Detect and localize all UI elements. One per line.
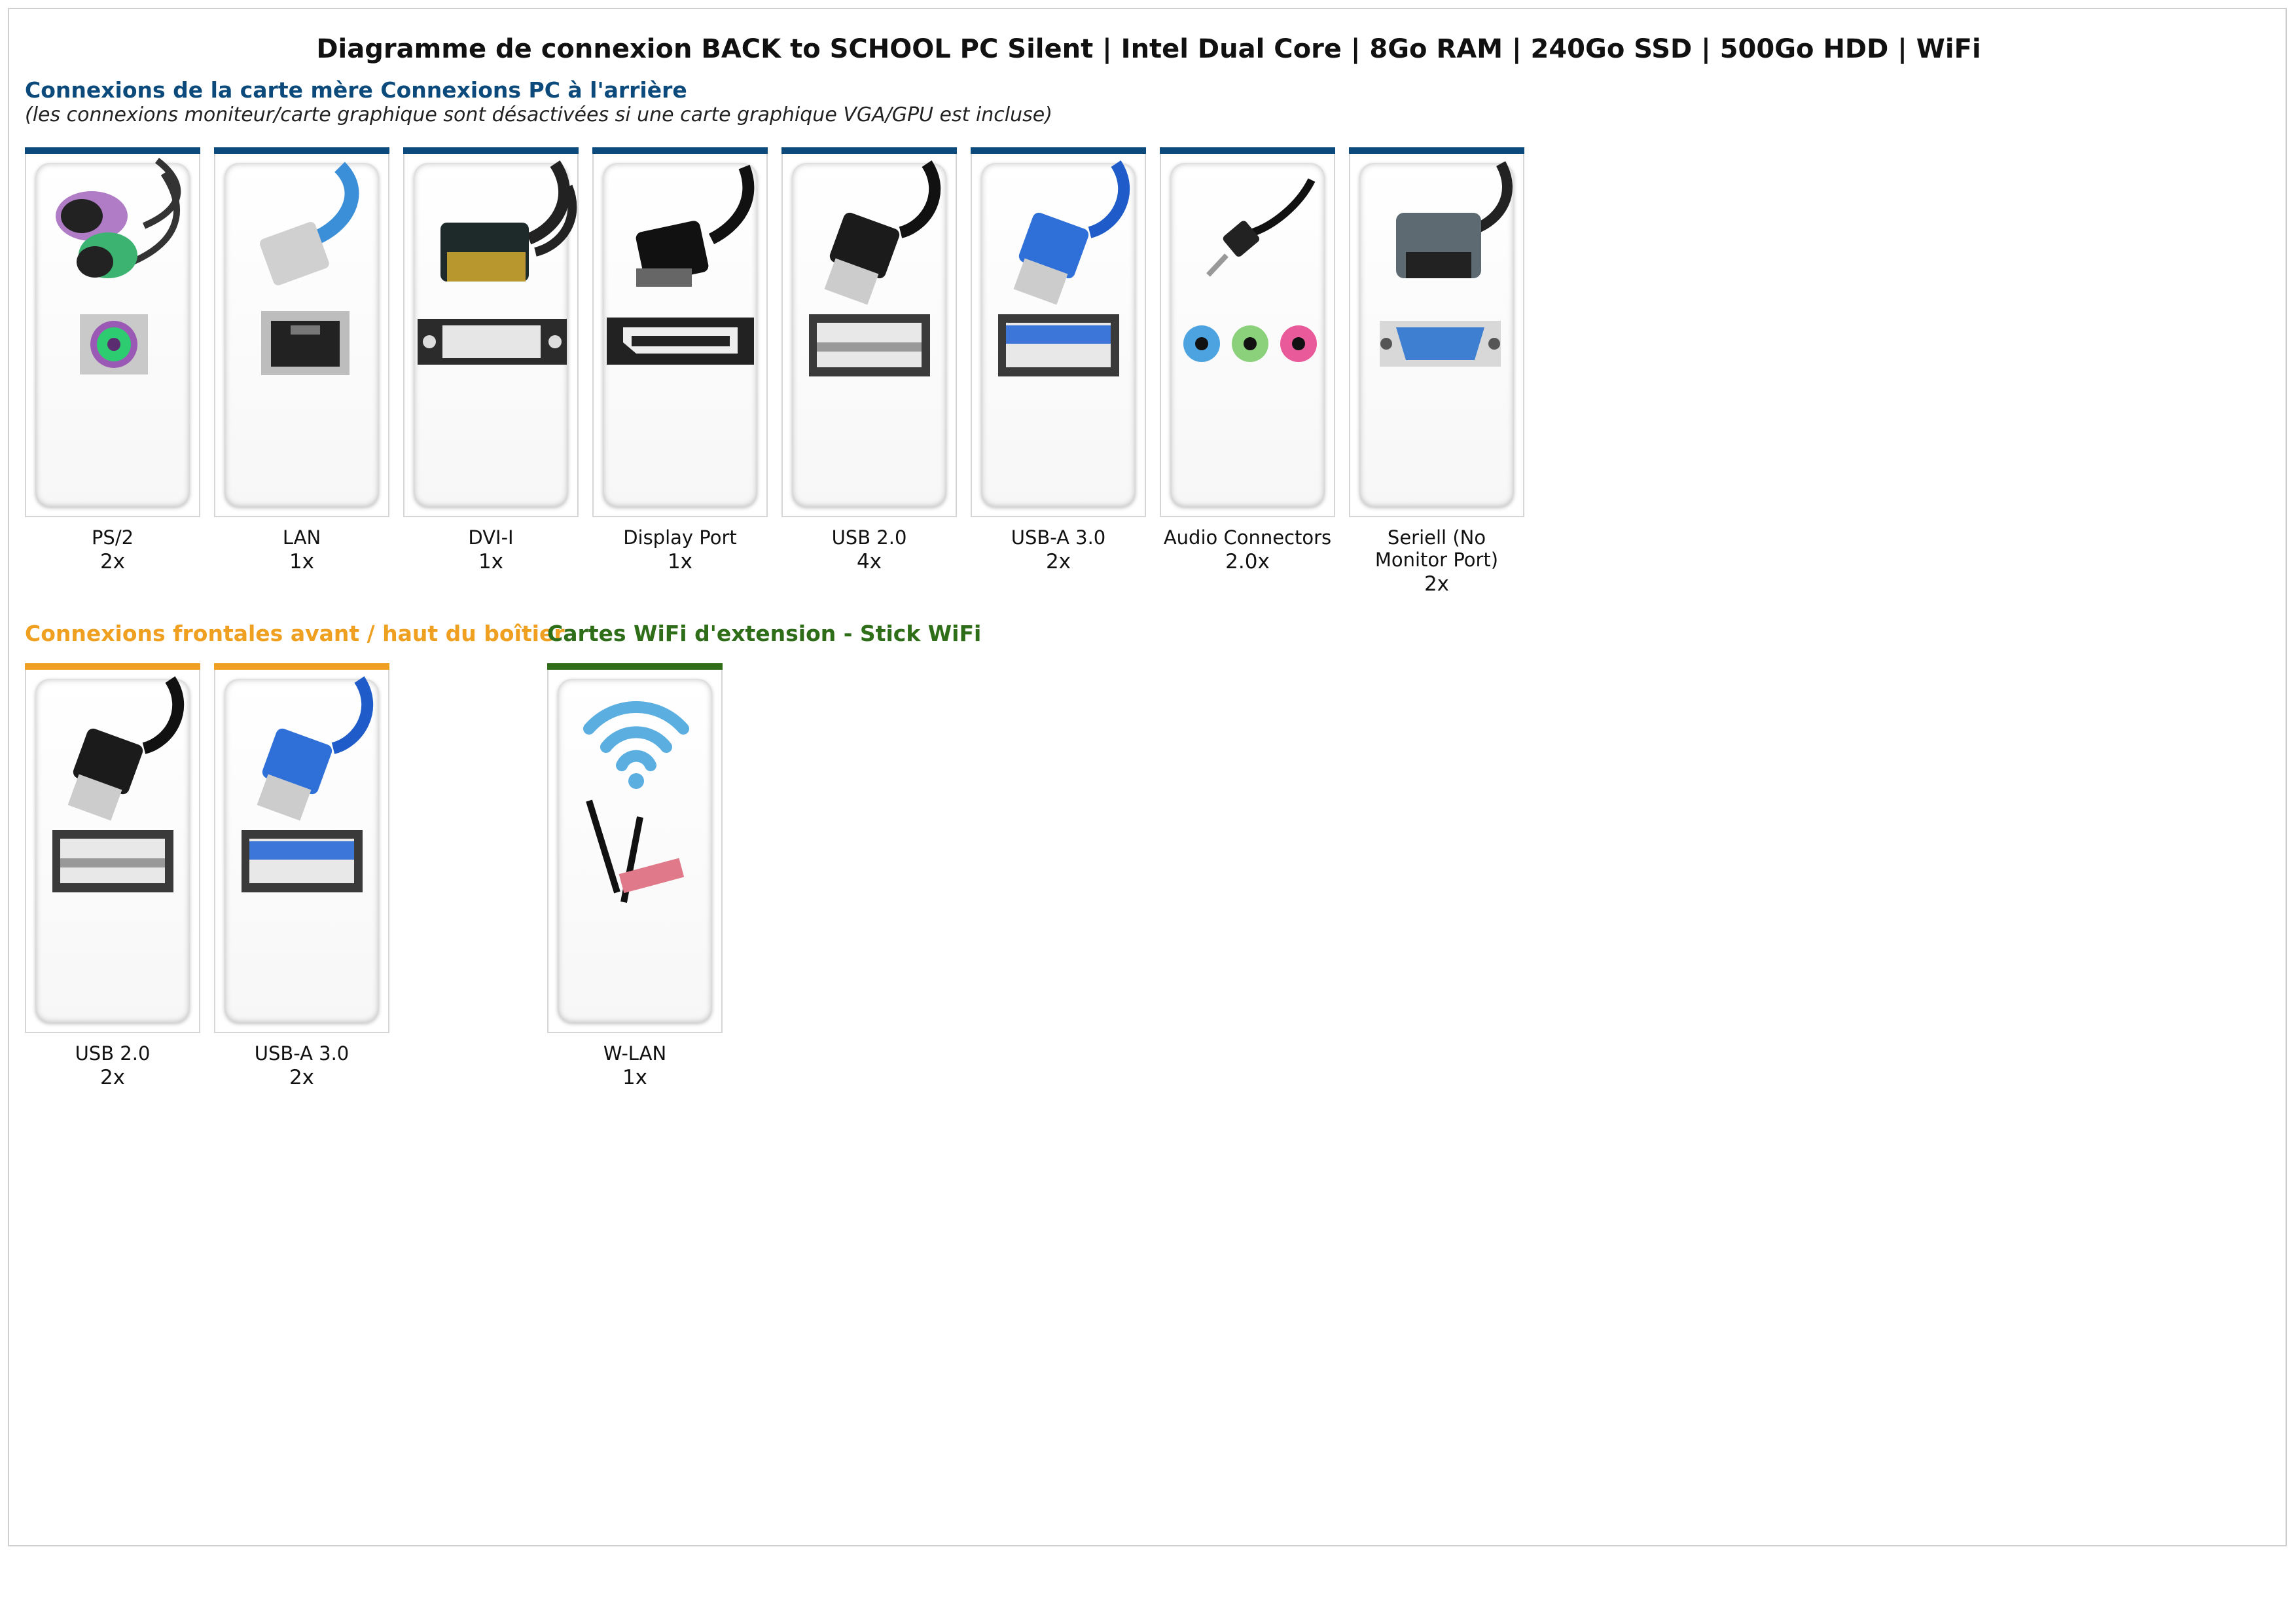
connector-card-lan: LAN 1x xyxy=(214,147,389,575)
connector-count: 1x xyxy=(622,1066,648,1089)
connector-label: W-LAN xyxy=(603,1042,667,1065)
connector-count: 1x xyxy=(478,550,504,574)
ps2-connector-icon xyxy=(56,158,181,374)
wifi-section-title: Cartes WiFi d'extension - Stick WiFi xyxy=(547,621,982,646)
connector-card-serial: Seriell (No Monitor Port) 2x xyxy=(1349,147,1524,597)
connector-label: Display Port xyxy=(623,526,737,549)
connector-label: Seriell (No Monitor Port) xyxy=(1374,526,1499,571)
usb3-connector-icon xyxy=(242,676,374,892)
connector-label: Audio Connectors xyxy=(1163,526,1332,549)
connector-count: 2x xyxy=(1045,550,1071,574)
connector-count: 2x xyxy=(1424,572,1450,596)
connector-card-displayport: Display Port 1x xyxy=(592,147,768,575)
front-section-title: Connexions frontales avant / haut du boî… xyxy=(25,621,565,646)
connector-count: 2x xyxy=(99,550,126,574)
connector-label: LAN xyxy=(282,526,321,549)
connector-card-front-usb3: USB-A 3.0 2x xyxy=(214,663,389,1091)
usb2-connector-icon xyxy=(809,160,941,376)
connector-label: PS/2 xyxy=(91,526,134,549)
connector-label: DVI-I xyxy=(468,526,514,549)
diagram-title: Diagramme de connexion BACK to SCHOOL PC… xyxy=(316,34,1981,64)
dvi-connector-icon xyxy=(418,160,577,365)
connector-label: USB 2.0 xyxy=(75,1042,151,1065)
serial-connector-icon xyxy=(1380,161,1513,367)
rear-section-subtitle: (les connexions moniteur/carte graphique… xyxy=(25,103,1052,126)
connector-card-ps2: PS/2 2x xyxy=(25,147,200,575)
displayport-connector-icon xyxy=(607,164,755,365)
connector-label: USB 2.0 xyxy=(831,526,907,549)
rear-section-title: Connexions de la carte mère Connexions P… xyxy=(25,77,687,103)
connector-count: 1x xyxy=(667,550,693,574)
connector-count: 2x xyxy=(99,1066,126,1089)
usb2-connector-icon xyxy=(52,676,185,892)
connector-label: USB-A 3.0 xyxy=(1011,526,1106,549)
connector-card-dvi: DVI-I 1x xyxy=(403,147,579,575)
connector-label: USB-A 3.0 xyxy=(254,1042,350,1065)
connector-card-wlan: W-LAN 1x xyxy=(547,663,723,1091)
usb3-connector-icon xyxy=(998,160,1130,376)
connector-card-usb3: USB-A 3.0 2x xyxy=(971,147,1146,575)
connector-count: 2x xyxy=(289,1066,315,1089)
audio-connector-icon xyxy=(1183,178,1317,362)
wifi-antenna-icon xyxy=(583,701,689,903)
lan-connector-icon xyxy=(259,162,359,375)
diagram-frame: Diagramme de connexion BACK to SCHOOL PC… xyxy=(8,8,2287,1546)
connector-count: 2.0x xyxy=(1225,550,1270,574)
connector-card-front-usb2: USB 2.0 2x xyxy=(25,663,200,1091)
connector-count: 4x xyxy=(856,550,882,574)
connector-card-audio: Audio Connectors 2.0x xyxy=(1160,147,1335,575)
connector-card-usb2: USB 2.0 4x xyxy=(781,147,957,575)
connector-count: 1x xyxy=(289,550,315,574)
